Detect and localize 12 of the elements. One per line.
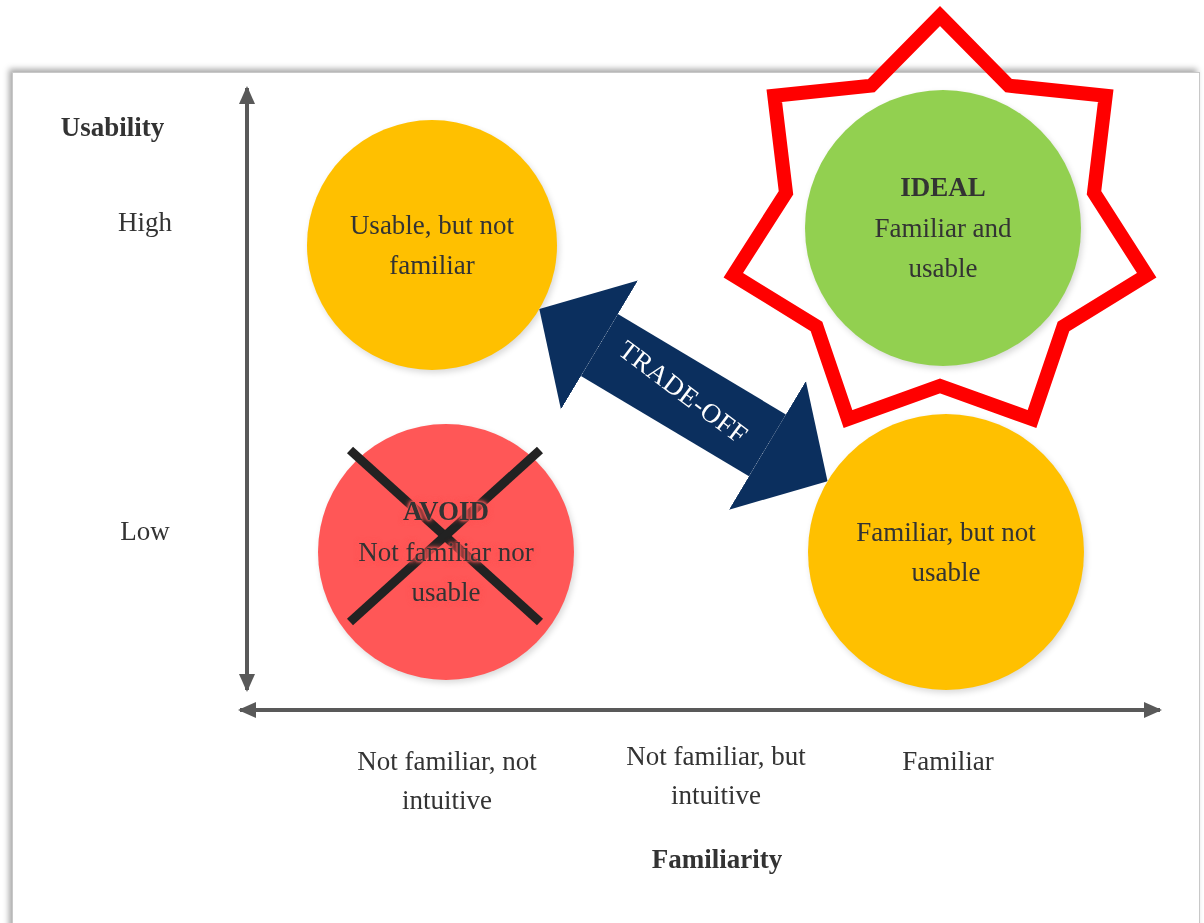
- circle-text: Familiar, but not usable: [855, 515, 1037, 589]
- axis-label: Familiarity: [650, 843, 784, 876]
- double-arrow: [539, 280, 828, 510]
- circle-heading: IDEAL: [900, 171, 986, 205]
- axis-label: High: [117, 206, 173, 239]
- axis-label: Not familiar, not intuitive: [356, 745, 538, 818]
- axis-label: Low: [119, 515, 171, 548]
- axis-label: Not familiar, but intuitive: [625, 740, 807, 813]
- circle-text: Usable, but not familiar: [348, 208, 516, 282]
- axis-label: Familiar: [901, 745, 995, 778]
- axis-label: Usability: [59, 111, 166, 144]
- circle-text: Familiar and usable: [873, 211, 1013, 286]
